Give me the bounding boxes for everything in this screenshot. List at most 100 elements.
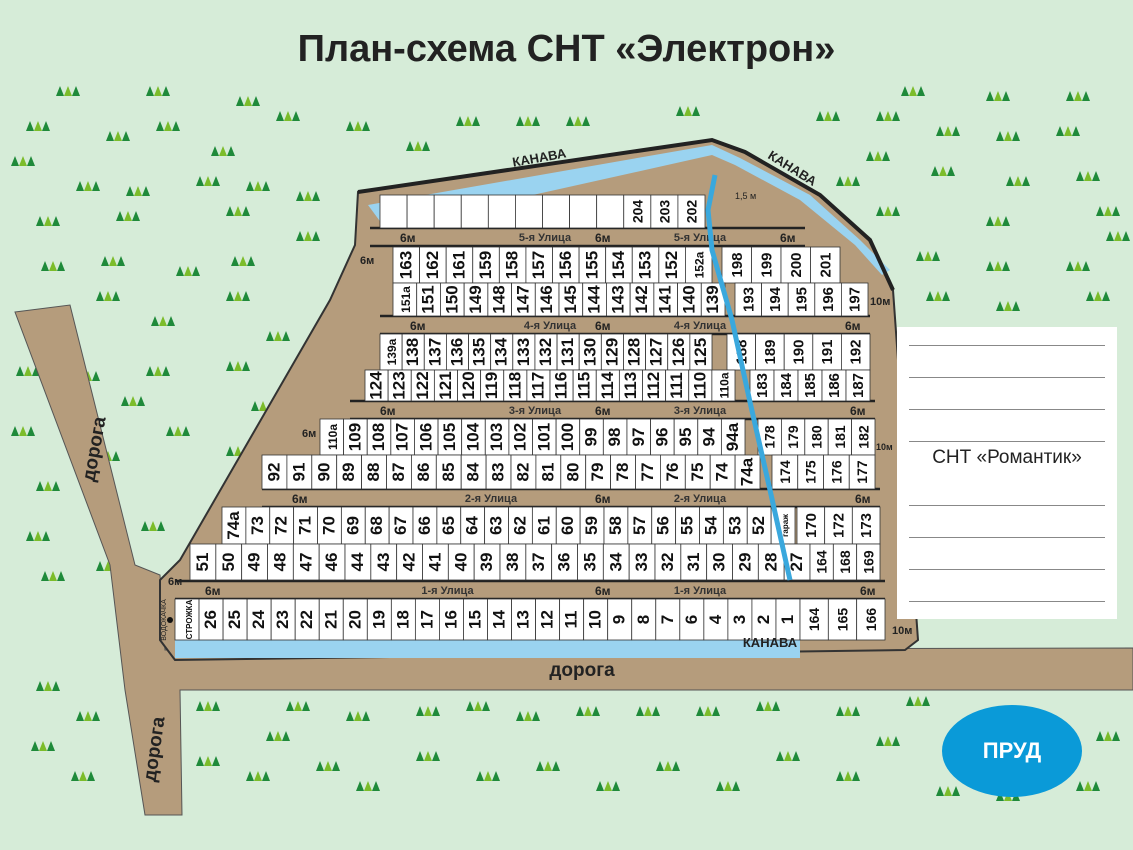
plot-number: 162 (423, 251, 442, 279)
plot-number: 7 (658, 615, 677, 624)
tree-icon (234, 291, 242, 301)
tree-icon (117, 256, 125, 266)
plot (535, 598, 561, 641)
plot-number: 166 (863, 608, 879, 632)
tree-icon (26, 121, 34, 131)
plot-number: 163 (396, 251, 415, 279)
tree-icon (552, 761, 560, 771)
street-label: 3-я Улица (509, 405, 562, 417)
tree-icon (172, 121, 180, 131)
plot-number: 201 (817, 252, 834, 277)
tree-icon (151, 316, 159, 326)
tree-icon (924, 251, 932, 261)
plot-number: 129 (602, 338, 621, 366)
tree-icon (44, 216, 52, 226)
plot-number: 152 (662, 251, 681, 279)
tree-icon (354, 711, 362, 721)
plot-number: 195 (794, 287, 811, 312)
tree-icon (832, 111, 840, 121)
tree-icon (994, 216, 1002, 226)
plot-number: 60 (558, 516, 577, 535)
tree-icon (414, 141, 422, 151)
plot (487, 194, 516, 229)
plot (734, 282, 763, 317)
tree-icon (192, 266, 200, 276)
tree-icon (664, 761, 672, 771)
plot-number: 94 (700, 427, 719, 446)
tree-icon (582, 116, 590, 126)
tree-icon (112, 451, 120, 461)
plot-number: 42 (400, 553, 419, 572)
tree-icon (612, 781, 620, 791)
tree-icon (31, 741, 39, 751)
tree-icon (137, 396, 145, 406)
tree-icon (716, 781, 724, 791)
plot-number: 150 (442, 285, 461, 313)
tree-icon (92, 181, 100, 191)
tree-icon (532, 711, 540, 721)
plot (447, 543, 475, 581)
tree-icon (1004, 301, 1012, 311)
tree-icon (96, 291, 104, 301)
plot-number: 82 (513, 463, 532, 482)
water-tower-label: ВОДОКАЧКА (161, 599, 168, 641)
width-label: 6м (400, 231, 416, 245)
width-label: 6м (595, 492, 611, 506)
plot (511, 598, 536, 641)
tree-icon (852, 176, 860, 186)
plot-number: 73 (248, 516, 267, 535)
plot (799, 598, 829, 641)
tree-icon (316, 761, 324, 771)
tree-icon (424, 706, 432, 716)
plot (841, 282, 869, 317)
plot (797, 369, 823, 402)
plot (827, 598, 858, 641)
plot-number: 109 (345, 423, 364, 451)
tree-icon (244, 96, 252, 106)
tree-icon (524, 711, 532, 721)
plot-number: 28 (761, 553, 780, 572)
plot-number: 47 (296, 553, 315, 572)
street-label: 2-я Улица (465, 493, 518, 505)
tree-icon (64, 86, 72, 96)
tree-icon (1084, 781, 1092, 791)
tree-icon (1104, 731, 1112, 741)
plot-number: 55 (678, 516, 697, 535)
tree-icon (884, 736, 892, 746)
tree-icon (126, 186, 134, 196)
tree-icon (892, 111, 900, 121)
tree-icon (332, 761, 340, 771)
tree-icon (476, 771, 484, 781)
plot (270, 598, 296, 641)
tree-icon (432, 751, 440, 761)
plot-number: 79 (588, 463, 607, 482)
plot-number: 22 (297, 610, 316, 629)
plot-number: 158 (503, 251, 522, 279)
plot (390, 598, 416, 641)
plot-number: 92 (264, 463, 283, 482)
pond-label: ПРУД (982, 738, 1042, 763)
tree-icon (882, 151, 890, 161)
tree-icon (302, 701, 310, 711)
plot (856, 598, 886, 641)
tree-icon (986, 216, 994, 226)
plot (473, 543, 501, 581)
plot-number: 147 (513, 285, 532, 313)
tree-icon (372, 781, 380, 791)
tree-icon (122, 131, 130, 141)
tree-icon (1112, 731, 1120, 741)
plot (628, 543, 656, 581)
tree-icon (276, 111, 284, 121)
tree-icon (836, 771, 844, 781)
tree-icon (844, 176, 852, 186)
tree-icon (931, 166, 939, 176)
tree-icon (246, 771, 254, 781)
plot (848, 454, 876, 490)
tree-icon (574, 116, 582, 126)
plot-number: 58 (606, 516, 625, 535)
plot (650, 194, 679, 229)
tree-icon (47, 741, 55, 751)
tree-icon (1022, 176, 1030, 186)
tree-icon (844, 771, 852, 781)
tree-icon (296, 231, 304, 241)
